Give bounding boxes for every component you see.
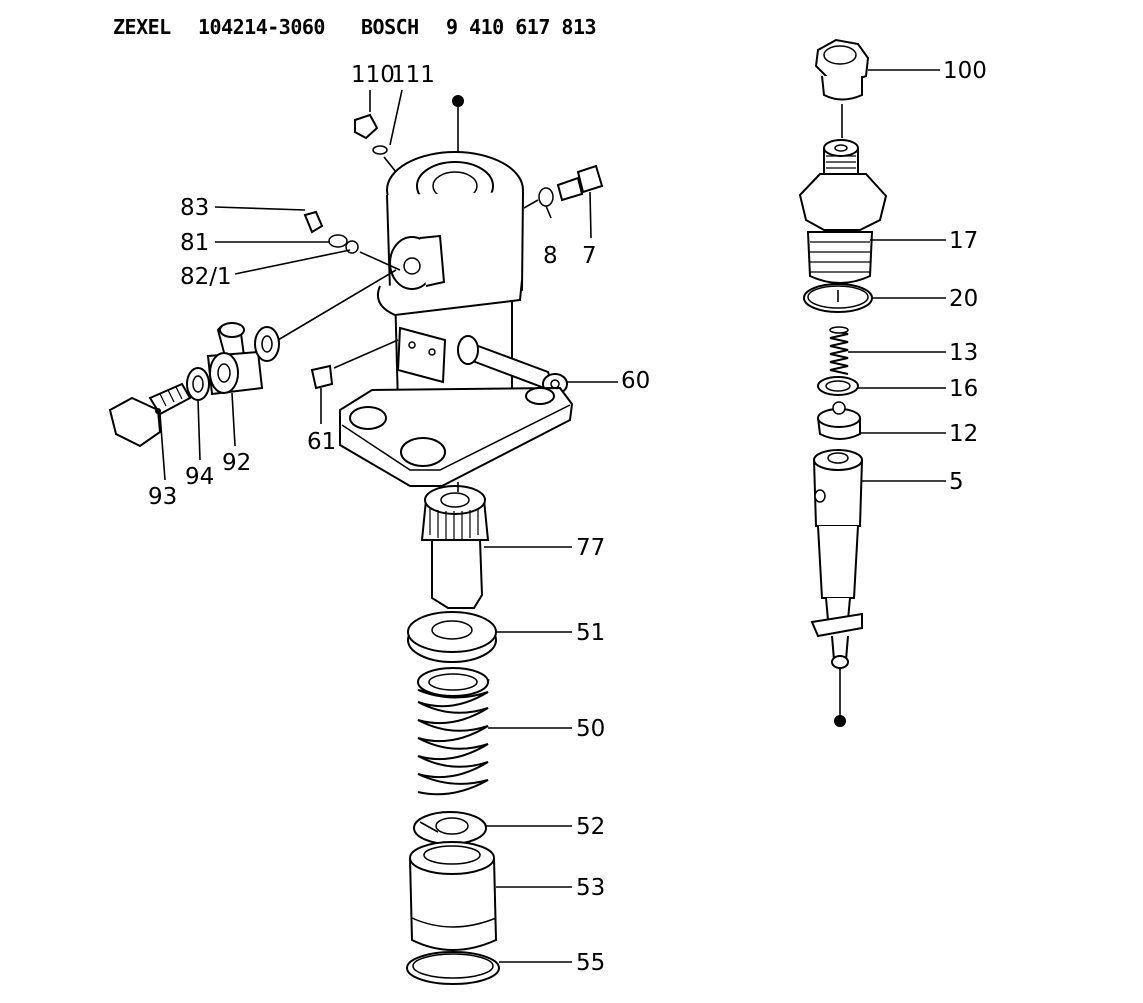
callout-110: 110 (351, 62, 395, 88)
callout-8: 8 (543, 243, 558, 269)
callout-17: 17 (949, 228, 978, 254)
header-part-number-bosch: 9 410 617 813 (446, 15, 597, 39)
header-part-number-zexel: 104214-3060 (198, 15, 325, 39)
plunger-barrel-5 (810, 449, 863, 716)
parts-8-7 (523, 164, 604, 209)
part-61 (310, 339, 399, 390)
washer-16 (817, 376, 859, 396)
tappet-53 (409, 841, 498, 951)
leader-lines (159, 69, 946, 963)
callout-94: 94 (185, 464, 214, 490)
callout-55: 55 (576, 950, 605, 976)
callout-20: 20 (949, 286, 978, 312)
callout-93: 93 (148, 484, 177, 510)
callout-111: 111 (391, 62, 435, 88)
callout-52: 52 (576, 814, 605, 840)
callout-100: 100 (943, 58, 987, 84)
callout-53: 53 (576, 875, 605, 901)
control-sleeve-77 (420, 482, 490, 609)
parts-83-81-82 (303, 210, 401, 271)
callout-50: 50 (576, 716, 605, 742)
nut-100 (814, 38, 870, 138)
callout-51: 51 (576, 620, 605, 646)
callout-7: 7 (582, 243, 597, 269)
reference-dot-bottom (834, 715, 846, 727)
o-ring-20 (803, 283, 873, 313)
delivery-valve-holder-17 (798, 139, 888, 284)
callout-60: 60 (621, 368, 650, 394)
callout-16: 16 (949, 376, 978, 402)
callout-92: 92 (222, 450, 251, 476)
valve-12 (817, 401, 861, 440)
spring-13 (829, 326, 849, 375)
header-maker-bosch: BOSCH (361, 15, 419, 39)
reference-dot-top (452, 95, 464, 107)
callout-77: 77 (576, 535, 605, 561)
callout-12: 12 (949, 421, 978, 447)
banjo-fitting-assembly (108, 269, 397, 448)
callout-82-1: 82/1 (180, 264, 232, 290)
callout-13: 13 (949, 340, 978, 366)
pump-housing (376, 151, 568, 419)
callout-5: 5 (949, 469, 964, 495)
callout-81: 81 (180, 230, 209, 256)
snap-ring-55 (406, 951, 500, 985)
callout-61: 61 (307, 429, 336, 455)
parts-110-111 (354, 89, 403, 173)
lower-seat-52 (413, 811, 487, 845)
header-maker-zexel: ZEXEL (113, 15, 171, 39)
plunger-spring-50 (417, 667, 491, 796)
pump-flange (339, 386, 574, 487)
spring-seat-51 (407, 611, 497, 663)
callout-83: 83 (180, 195, 209, 221)
